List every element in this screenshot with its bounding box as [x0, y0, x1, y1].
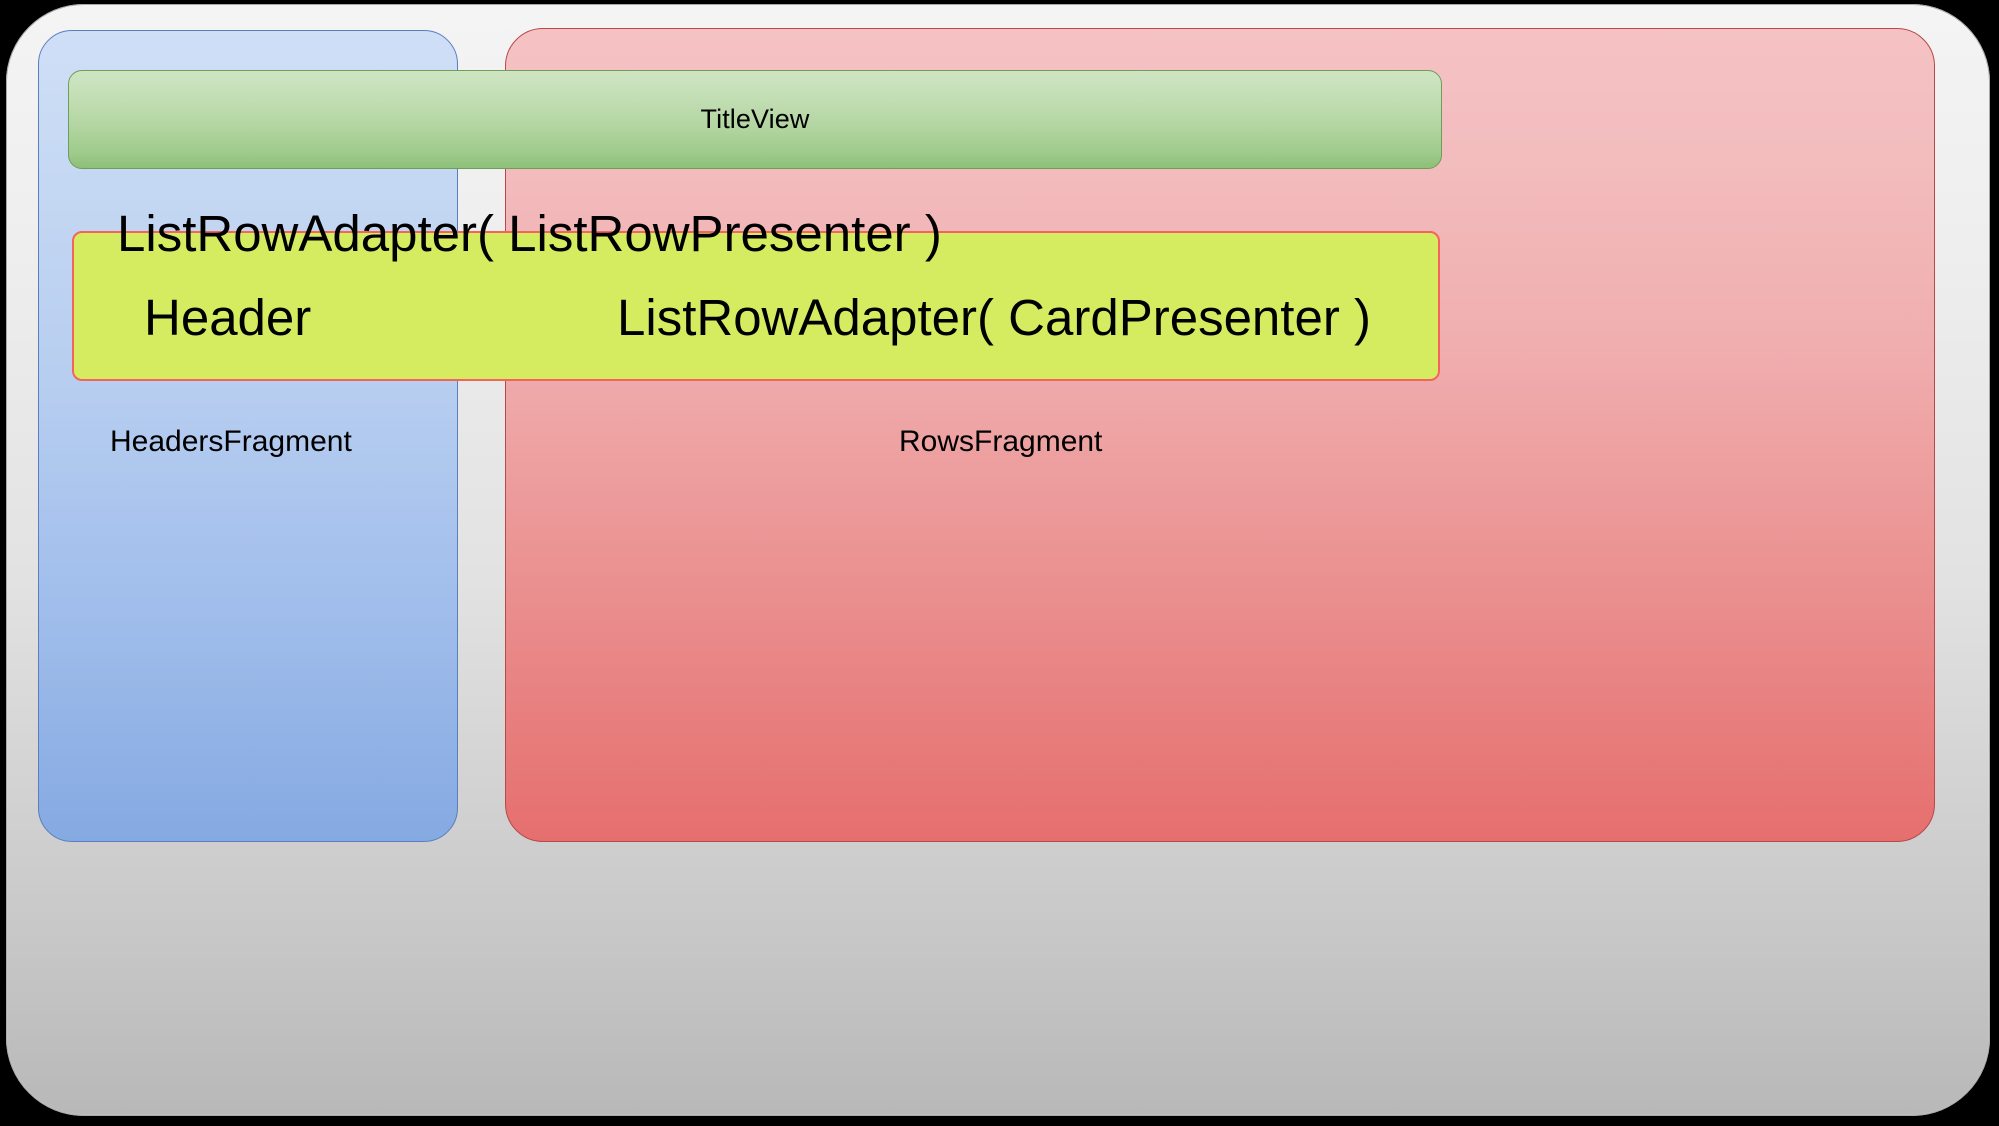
- list-row-adapter-list-row-presenter-label: ListRowAdapter( ListRowPresenter ): [117, 205, 942, 262]
- header-label: Header: [144, 289, 312, 346]
- title-view-text: TitleView: [700, 104, 810, 134]
- headers-fragment-label: HeadersFragment: [110, 425, 352, 458]
- list-row-adapter-card-presenter-label: ListRowAdapter( CardPresenter ): [617, 289, 1371, 346]
- list-row-adapter-box[interactable]: [72, 231, 1440, 381]
- rows-fragment-label: RowsFragment: [899, 425, 1103, 458]
- title-view-bar[interactable]: ListRowAdapter( ListRowPresenter ) Title…: [68, 70, 1442, 169]
